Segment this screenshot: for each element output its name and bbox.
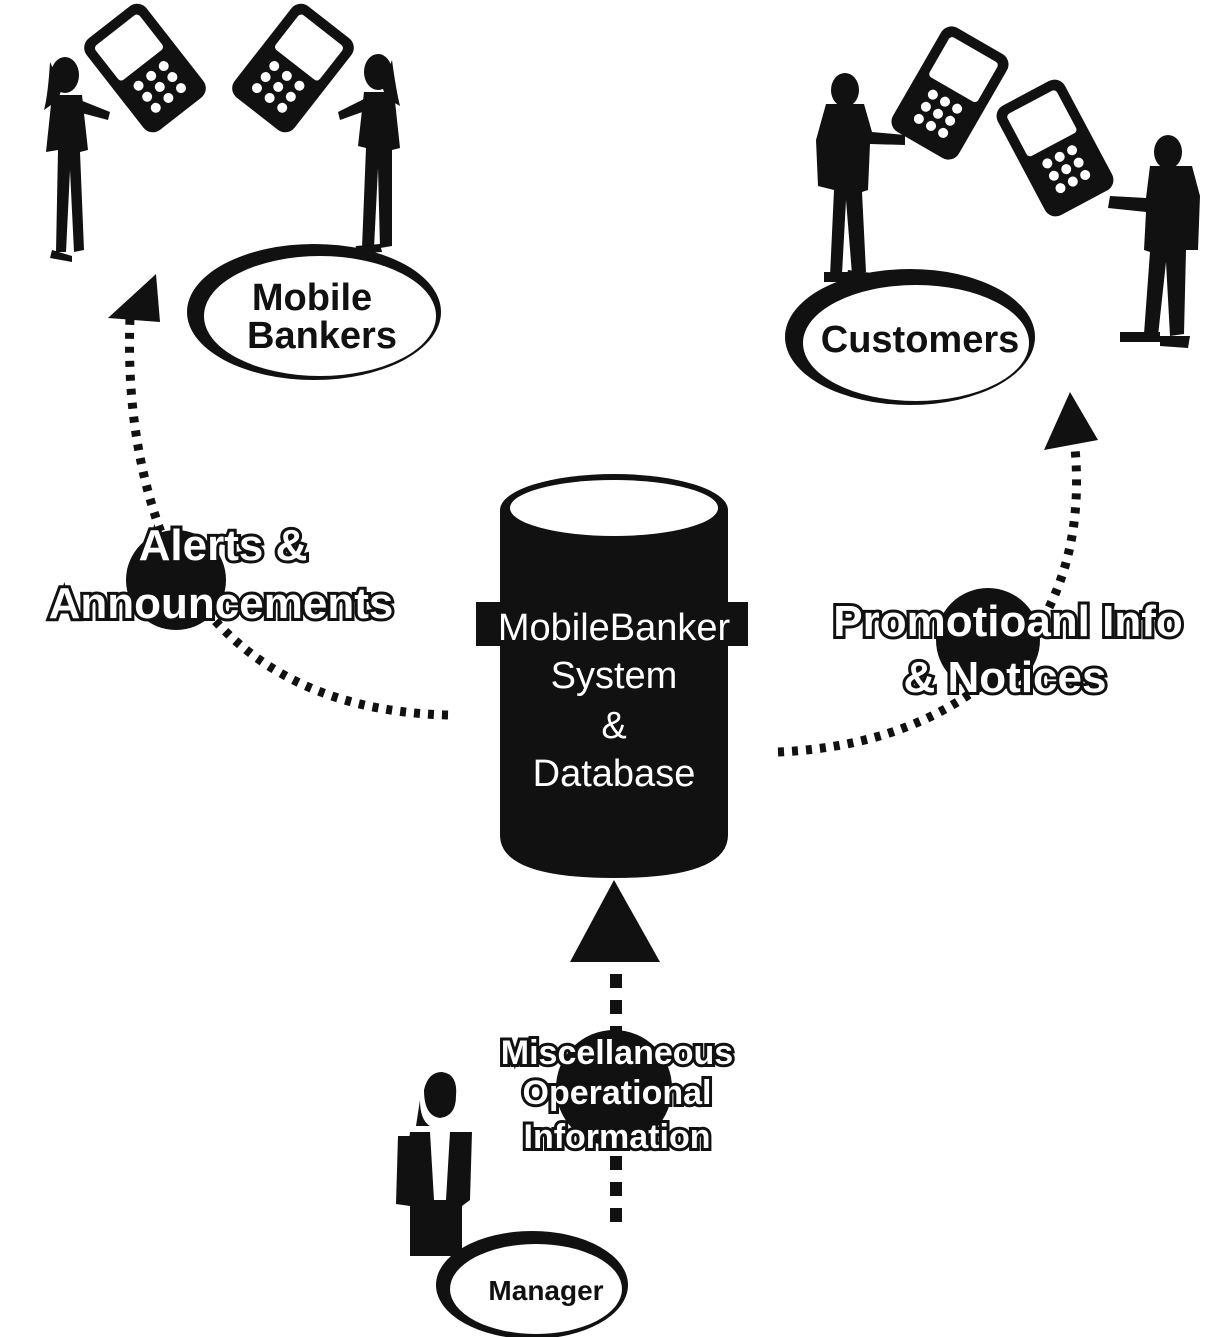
promo-label-line2: & Notices	[904, 653, 1107, 702]
alerts-label-line2: Announcements	[49, 579, 394, 628]
alerts-label-line1: Alerts &	[139, 521, 308, 570]
mobile-bankers-label-2: Bankers	[247, 315, 397, 357]
manager-group: Manager	[396, 1072, 628, 1337]
misc-label-line2: Operational	[523, 1074, 712, 1112]
customer-phone-left-icon	[891, 26, 1009, 160]
misc-label-line3: Information	[524, 1118, 711, 1156]
mobile-bankers-group: Mobile Bankers	[44, 3, 441, 380]
banker-woman-right-icon	[338, 54, 400, 254]
banker-woman-left-icon	[44, 57, 110, 262]
banker-phone-right-icon	[232, 3, 354, 133]
customers-group: Customers	[785, 26, 1200, 405]
manager-shirt	[430, 1132, 450, 1200]
database-label-line4: Database	[533, 753, 696, 795]
mobile-bankers-oval	[187, 244, 441, 380]
database-label-line2: System	[551, 655, 678, 697]
customers-oval	[785, 269, 1035, 405]
banker-phone-left-icon	[84, 3, 206, 133]
database-label-line1: MobileBanker	[498, 607, 731, 649]
manager-oval	[436, 1231, 628, 1337]
promo-flow-arrow	[777, 392, 1098, 757]
alerts-flow-arrow	[108, 274, 449, 720]
customers-label: Customers	[821, 319, 1020, 361]
mobile-bankers-label: Mobile	[252, 277, 372, 319]
misc-flow-arrow	[556, 880, 672, 1222]
customer-phone-right-icon	[996, 79, 1114, 217]
customer-man-right-icon	[1108, 135, 1200, 348]
manager-label: Manager	[488, 1275, 603, 1306]
database-label-line3: &	[601, 705, 626, 747]
database-cylinder-icon	[476, 474, 748, 878]
promo-label-line1: Promotioanl Info	[833, 597, 1183, 646]
misc-label-line1: Miscellaneous	[501, 1034, 733, 1072]
customer-man-left-icon	[816, 73, 905, 282]
